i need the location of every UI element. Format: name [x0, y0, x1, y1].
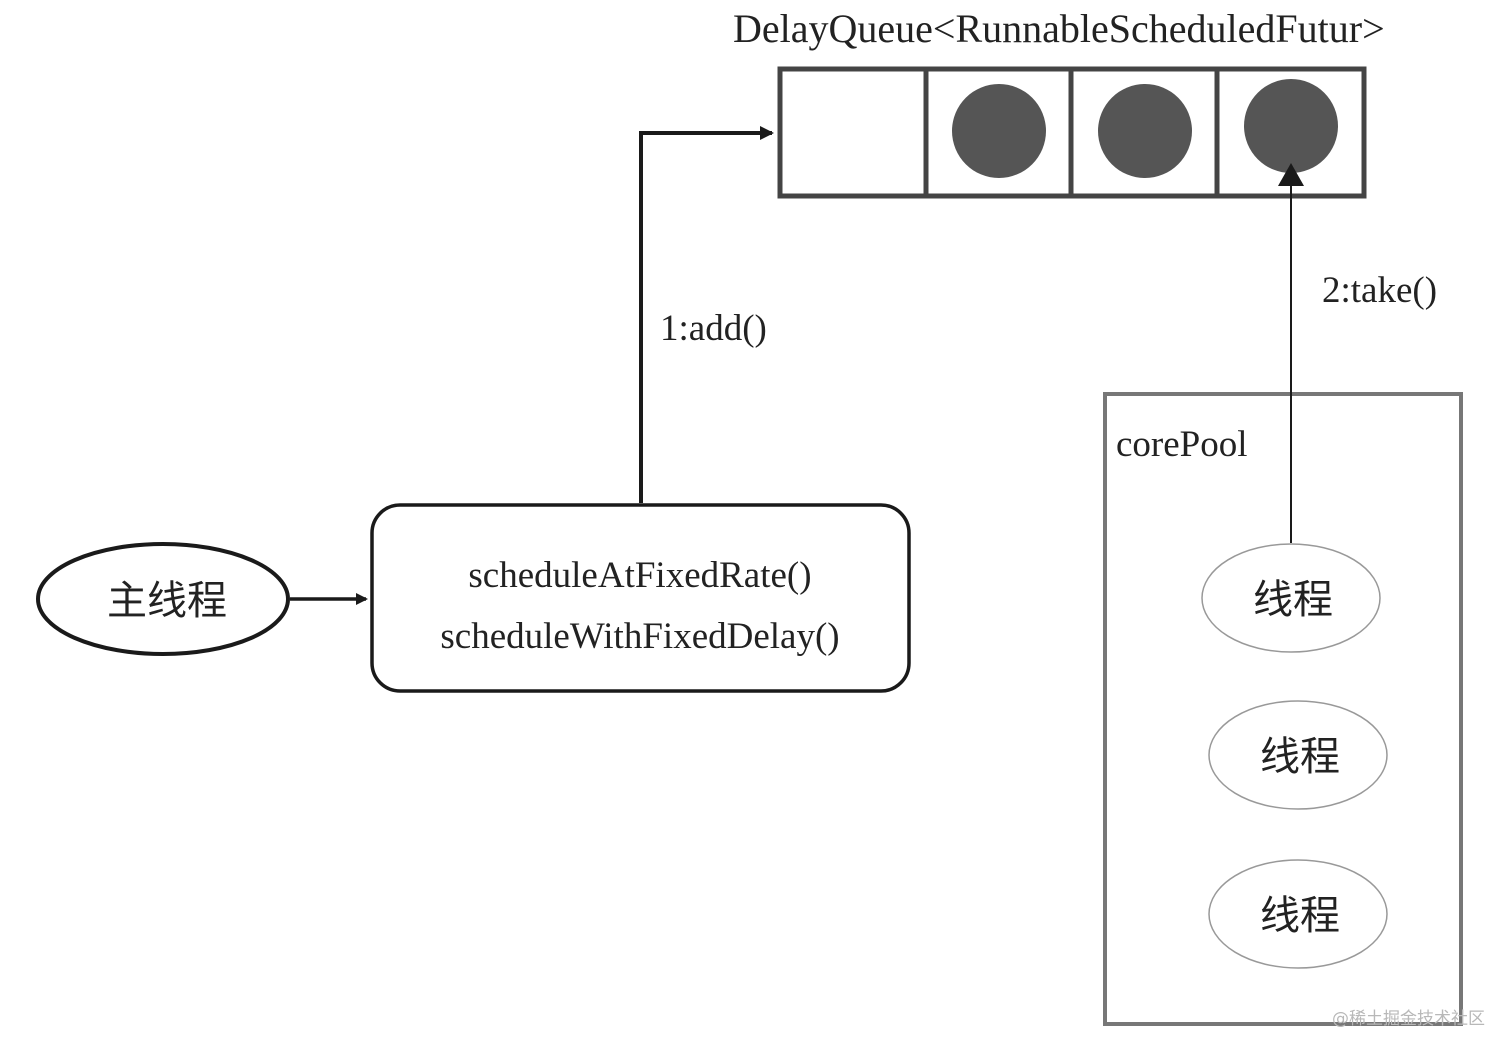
take-arrow-head — [1278, 163, 1304, 186]
pool-thread-ellipse — [1201, 543, 1381, 653]
watermark-text: @稀土掘金技术社区 — [1332, 1009, 1485, 1029]
core-pool-box — [1103, 392, 1463, 1026]
core-pool-label: corePool — [1116, 424, 1248, 465]
schedule-method-fixed-delay: scheduleWithFixedDelay() — [440, 616, 839, 657]
delay-queue — [777, 66, 1367, 199]
schedule-methods-node: scheduleAtFixedRate() scheduleWithFixedD… — [370, 503, 911, 693]
main-thread-ellipse — [36, 542, 290, 656]
pool-thread-ellipse — [1208, 859, 1388, 969]
pool-thread-label: 线程 — [1260, 734, 1340, 779]
schedule-methods-box — [370, 503, 911, 693]
schedule-method-fixed-rate: scheduleAtFixedRate() — [468, 555, 811, 596]
add-arrow — [639, 126, 774, 503]
queue-task-ball — [952, 84, 1046, 178]
main-thread-node: 主线程 — [36, 542, 290, 656]
queue-title: DelayQueue<RunnableScheduledFutur> — [733, 6, 1385, 51]
take-label: 2:take() — [1322, 270, 1437, 311]
pool-thread-ellipse — [1208, 700, 1388, 810]
main-thread-label: 主线程 — [107, 578, 227, 623]
pool-thread-label: 线程 — [1253, 577, 1333, 622]
queue-task-ball — [1098, 84, 1192, 178]
pool-thread-label: 线程 — [1260, 893, 1340, 938]
queue-slot-empty — [783, 72, 923, 193]
queue-task-ball — [1244, 79, 1338, 173]
add-label: 1:add() — [660, 308, 767, 349]
core-pool: corePool 线程 线程 线程 — [1103, 392, 1463, 1026]
